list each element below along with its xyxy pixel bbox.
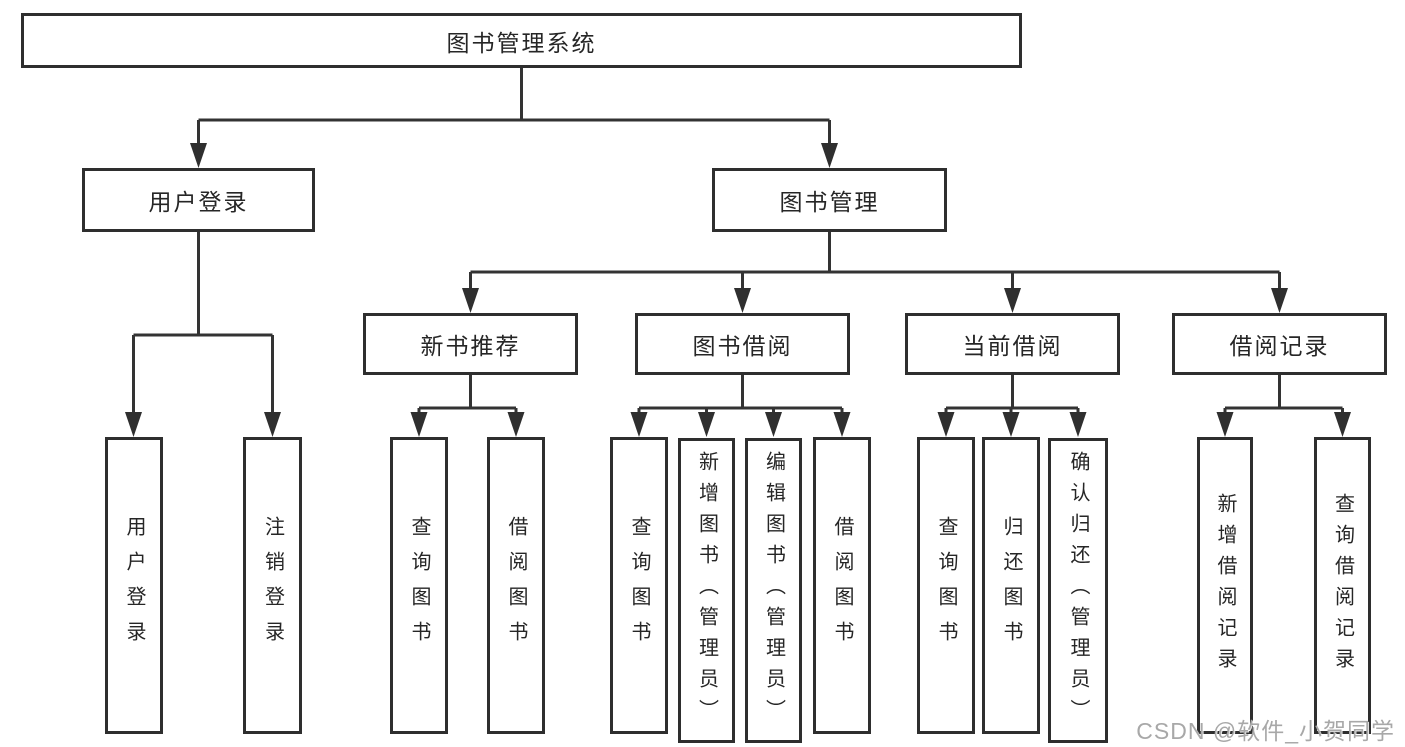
edge-borrow-records-to-leaves: [1216, 375, 1351, 437]
node-new-book-recommend: 新书推荐: [363, 313, 578, 375]
node-label: 图书管理: [779, 189, 880, 215]
arrowhead-down-icon: [1216, 412, 1351, 437]
edge-root-to-level2: [190, 68, 838, 168]
node-label: 查询图书: [935, 515, 957, 656]
node-label: 借阅图书: [505, 515, 527, 656]
arrowhead-down-icon: [937, 412, 1087, 437]
arrowhead-down-icon: [125, 412, 281, 437]
leaf-query-books-current: 查询图书: [917, 437, 975, 734]
node-label: 图书借阅: [692, 333, 793, 359]
leaf-query-books-recommend: 查询图书: [390, 437, 448, 734]
node-user-login: 用户登录: [82, 168, 315, 232]
edge-book-management-to-level3: [462, 232, 1288, 313]
arrowhead-down-icon: [462, 288, 1288, 313]
edge-user-login-to-leaves: [125, 232, 281, 437]
leaf-logout: 注销登录: [243, 437, 302, 734]
node-root-system: 图书管理系统: [21, 13, 1022, 68]
arrowhead-down-icon: [190, 143, 838, 168]
leaf-user-login: 用户登录: [105, 437, 163, 734]
leaf-edit-book-admin: 编辑图书（管理员）: [745, 438, 802, 743]
node-label: 查询借阅记录: [1331, 492, 1354, 679]
node-label: 查询图书: [408, 515, 430, 656]
node-label: 确认归还（管理员）: [1067, 451, 1089, 730]
node-label: 注销登录: [261, 515, 284, 656]
csdn-watermark: CSDN @软件_小贺同学: [1136, 718, 1395, 744]
arrowhead-down-icon: [630, 412, 851, 437]
node-borrow-records: 借阅记录: [1172, 313, 1387, 375]
node-book-borrow: 图书借阅: [635, 313, 850, 375]
node-label: 借阅记录: [1229, 333, 1330, 359]
node-current-borrow: 当前借阅: [905, 313, 1120, 375]
node-label: 图书管理系统: [446, 29, 597, 56]
leaf-borrow-books: 借阅图书: [813, 437, 871, 734]
edge-new-book-recommend-to-leaves: [410, 375, 525, 437]
leaf-confirm-return-admin: 确认归还（管理员）: [1048, 438, 1108, 743]
leaf-add-book-admin: 新增图书（管理员）: [678, 438, 735, 743]
node-label: 新增借阅记录: [1214, 492, 1236, 679]
leaf-query-borrow-record: 查询借阅记录: [1314, 437, 1371, 734]
arrowhead-down-icon: [410, 412, 525, 437]
edge-book-borrow-to-leaves: [630, 375, 851, 437]
node-label: 当前借阅: [962, 333, 1063, 359]
node-label: 查询图书: [628, 515, 650, 656]
node-label: 用户登录: [148, 189, 249, 215]
leaf-query-books-borrow: 查询图书: [610, 437, 668, 734]
node-book-management: 图书管理: [712, 168, 947, 232]
node-label: 编辑图书（管理员）: [762, 451, 785, 730]
node-label: 归还图书: [1000, 515, 1022, 656]
leaf-borrow-books-recommend: 借阅图书: [487, 437, 545, 734]
node-label: 用户登录: [123, 515, 145, 656]
node-label: 新书推荐: [420, 333, 521, 359]
node-label: 借阅图书: [831, 515, 853, 656]
leaf-return-book: 归还图书: [982, 437, 1040, 734]
leaf-add-borrow-record: 新增借阅记录: [1197, 437, 1253, 734]
node-label: 新增图书（管理员）: [695, 451, 718, 730]
edge-current-borrow-to-leaves: [937, 375, 1087, 437]
